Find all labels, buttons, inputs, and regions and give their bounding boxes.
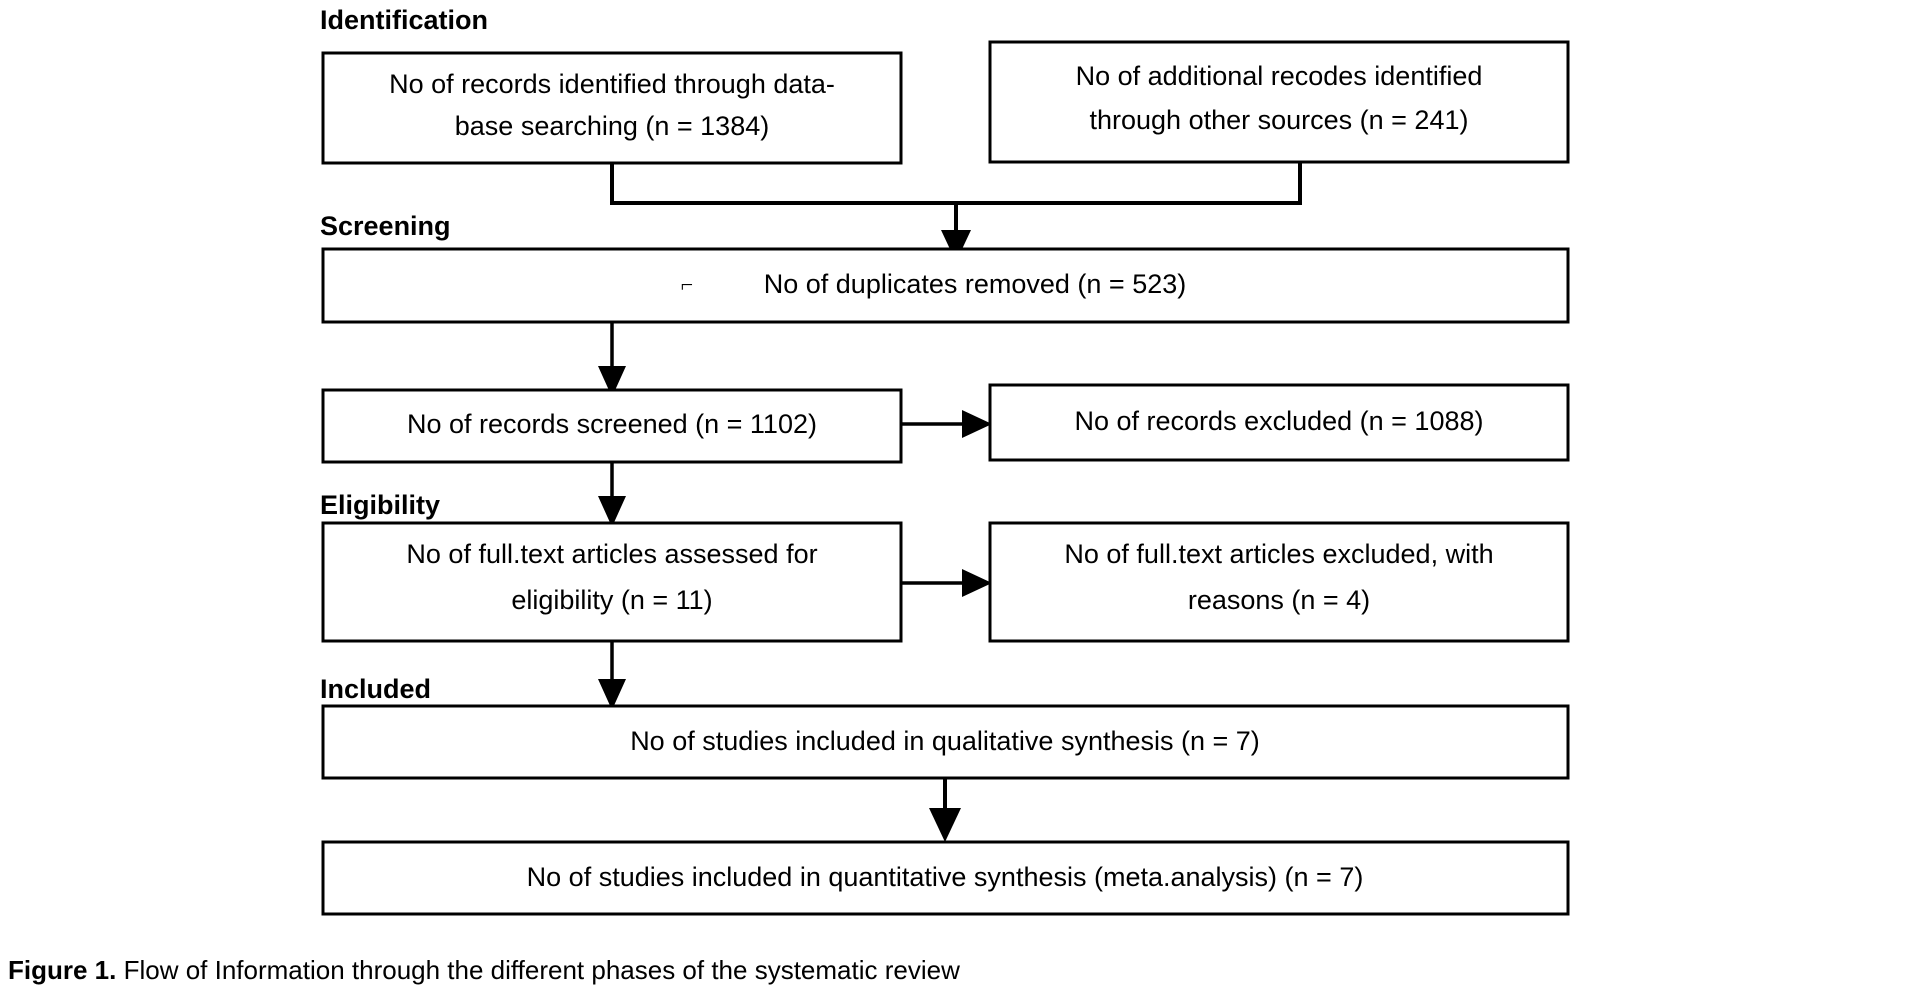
box-duplicates-removed: ⌐ No of duplicates removed (n = 523) [321,247,1570,324]
connector-identification-merge [610,162,1302,262]
box-qualitative-synthesis-line1: No of studies included in qualitative sy… [630,726,1260,756]
box-fulltext-assessed-line2: eligibility (n = 11) [511,585,712,615]
arrowhead-to-screened [598,366,626,397]
arrowhead-to-duplicates [941,230,971,262]
box-qualitative-synthesis: No of studies included in qualitative sy… [321,704,1570,780]
arrowhead-fulltext-excluded [962,569,992,597]
box-fulltext-assessed: No of full.text articles assessed for el… [321,521,903,643]
phase-label-included: Included [320,674,431,704]
connector-qualitative-to-quantitative [929,778,961,842]
box-records-screened-line1: No of records screened (n = 1102) [407,409,817,439]
connector-fulltext-to-qualitative [598,641,626,710]
box-fulltext-excluded-line1: No of full.text articles excluded, with [1064,539,1493,569]
figure-caption-label: Figure 1. [8,955,117,985]
box-records-identified-line2: base searching (n = 1384) [455,111,769,141]
box-records-identified: No of records identified through data- b… [321,51,903,165]
figure-caption-text: Flow of Information through the differen… [116,955,960,985]
box-fulltext-assessed-line1: No of full.text articles assessed for [406,539,817,569]
box-duplicates-removed-line1: No of duplicates removed (n = 523) [764,269,1186,299]
arrowhead-to-fulltext [598,496,626,527]
stray-bracket-glyph: ⌐ [681,272,693,297]
box-quantitative-synthesis: No of studies included in quantitative s… [321,840,1570,916]
connector-screened-to-excluded [901,410,992,438]
arrowhead-to-excluded [962,410,992,438]
box-records-identified-line1: No of records identified through data- [389,69,835,99]
connector-duplicates-to-screened [598,322,626,397]
phase-label-identification: Identification [320,5,488,35]
box-records-excluded-line1: No of records excluded (n = 1088) [1075,406,1484,436]
box-quantitative-synthesis-line1: No of studies included in quantitative s… [527,862,1364,892]
phase-label-eligibility: Eligibility [320,490,440,520]
box-fulltext-excluded: No of full.text articles excluded, with … [988,521,1570,643]
arrowhead-to-quantitative [929,808,961,842]
arrowhead-to-qualitative [598,679,626,710]
box-additional-records-line1: No of additional recodes identified [1076,61,1483,91]
box-additional-records: No of additional recodes identified thro… [988,40,1570,164]
connector-fulltext-to-excluded [901,569,992,597]
figure-caption: Figure 1. Flow of Information through th… [8,955,960,986]
phase-label-screening: Screening [320,211,451,241]
box-records-excluded: No of records excluded (n = 1088) [988,383,1570,462]
box-records-screened: No of records screened (n = 1102) [321,388,903,464]
box-fulltext-excluded-line2: reasons (n = 4) [1188,585,1370,615]
box-additional-records-line2: through other sources (n = 241) [1090,105,1469,135]
connector-screened-to-fulltext [598,462,626,527]
